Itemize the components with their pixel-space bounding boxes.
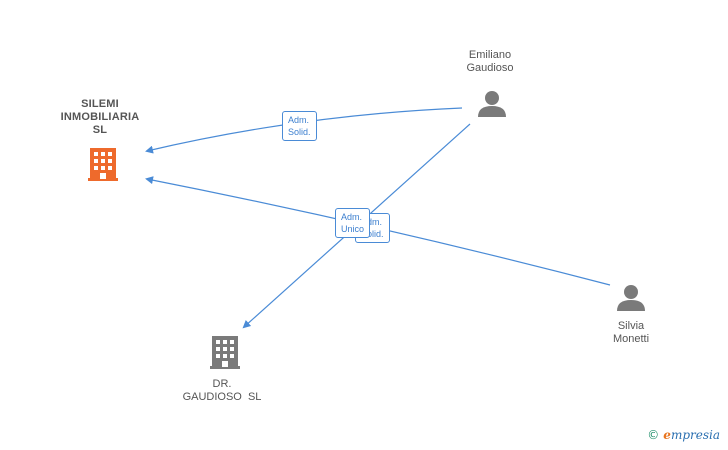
label-line: Monetti (612, 333, 650, 345)
node-label-emiliano[interactable]: Emiliano Gaudioso (430, 49, 550, 75)
brand-logo: ©empresia (647, 428, 720, 442)
building-icon (210, 336, 240, 369)
label-line: Silvia (617, 320, 645, 332)
label-line: Emiliano (468, 49, 512, 61)
label-line: SL (92, 124, 108, 136)
brand-initial: e (663, 428, 671, 442)
label-line: SILEMI (81, 98, 119, 110)
node-label-silvia[interactable]: Silvia Monetti (571, 320, 691, 346)
edge-label-emiliano-gaudioso[interactable]: Adm. Unico (335, 208, 371, 238)
brand-name: mpresia (670, 428, 720, 442)
copyright-icon: © (647, 428, 660, 442)
label-line: GAUDIOSO SL (182, 391, 262, 403)
label-line: DR. (212, 378, 232, 390)
building-icon (88, 148, 118, 181)
node-label-silemi[interactable]: SILEMI INMOBILIARIA SL (40, 98, 160, 137)
edge-label-emiliano-silemi[interactable]: Adm. Solid. (282, 111, 317, 141)
label-line: Gaudioso (466, 62, 514, 74)
person-icon (478, 91, 506, 117)
node-label-gaudioso-sl[interactable]: DR. GAUDIOSO SL (162, 378, 282, 404)
person-icon (617, 285, 645, 311)
label-line: INMOBILIARIA (60, 111, 140, 123)
